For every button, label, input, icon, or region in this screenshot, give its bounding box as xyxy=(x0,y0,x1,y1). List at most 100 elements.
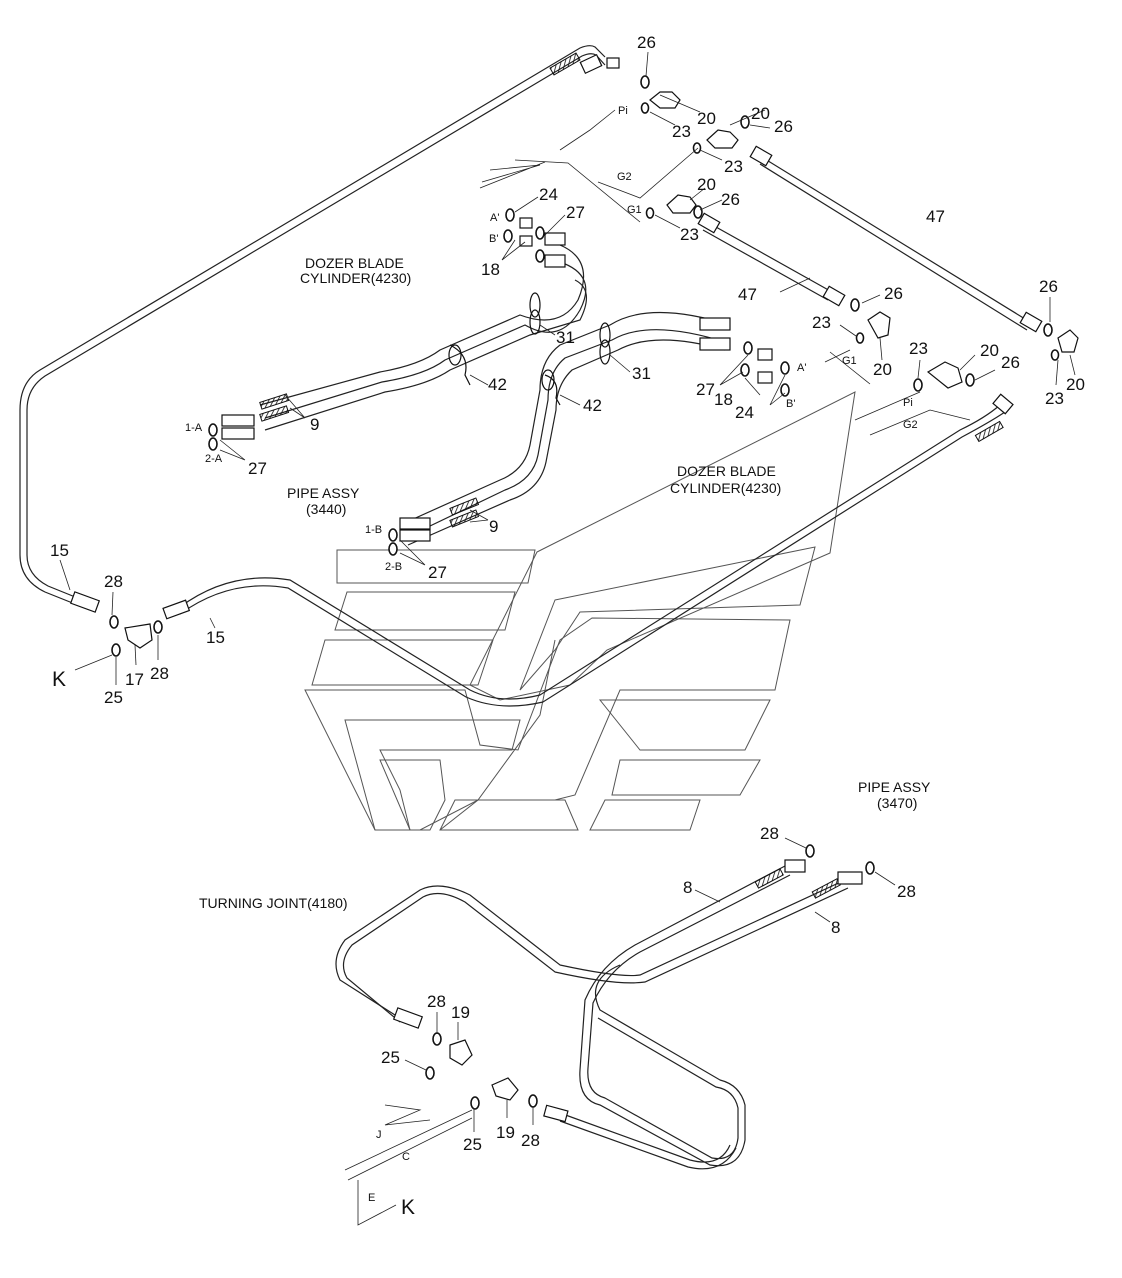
part-number: 8 xyxy=(831,918,840,937)
background-logo xyxy=(304,391,856,831)
part-number: 26 xyxy=(1001,353,1020,372)
port-b-prime-left: B' xyxy=(489,233,498,245)
port-1b: 1-B xyxy=(365,524,382,536)
tee-17 xyxy=(124,623,153,649)
caption-pipe-assy-2-sub: (3470) xyxy=(877,795,917,811)
part-number: 23 xyxy=(909,339,928,358)
port-e: E xyxy=(368,1192,375,1204)
caption-pipe-assy-1: PIPE ASSY xyxy=(287,485,360,501)
part-number: 31 xyxy=(556,328,575,347)
port-a-prime-left: A' xyxy=(490,212,499,224)
part-number: 47 xyxy=(926,207,945,226)
caption-dozer-blade-2-sub: CYLINDER(4230) xyxy=(670,480,781,496)
elbow-20-mid2 xyxy=(867,311,891,339)
port-j: J xyxy=(376,1129,382,1141)
part-number: 20 xyxy=(697,175,716,194)
caption-pipe-assy-2: PIPE ASSY xyxy=(858,779,931,795)
part-number: 28 xyxy=(521,1131,540,1150)
part-number: 20 xyxy=(980,341,999,360)
port-2a: 2-A xyxy=(205,453,223,465)
port-g1-top: G1 xyxy=(627,204,642,216)
captions: DOZER BLADE CYLINDER(4230) DOZER BLADE C… xyxy=(199,255,931,911)
elbow-19-a xyxy=(449,1039,473,1066)
clamp-31-a2 xyxy=(529,309,541,335)
part-number: 18 xyxy=(714,390,733,409)
part-number: 25 xyxy=(463,1135,482,1154)
part-number: 28 xyxy=(150,664,169,683)
part-number: 15 xyxy=(50,541,69,560)
clamp-42-b xyxy=(544,374,561,406)
part-number: 28 xyxy=(427,992,446,1011)
part-number: 42 xyxy=(488,375,507,394)
caption-dozer-blade-1: DOZER BLADE xyxy=(305,255,404,271)
port-g2-top: G2 xyxy=(617,171,632,183)
part-number: 26 xyxy=(637,33,656,52)
part-number: 23 xyxy=(672,122,691,141)
part-number: 20 xyxy=(697,109,716,128)
part-number: 47 xyxy=(738,285,757,304)
part-number: 25 xyxy=(104,688,123,707)
port-pi-top: Pi xyxy=(618,105,628,117)
part-number: 8 xyxy=(683,878,692,897)
port-a-prime-right: A' xyxy=(797,362,806,374)
port-1a: 1-A xyxy=(185,422,203,434)
part-number: 26 xyxy=(721,190,740,209)
part-numbers: 26 20 23 20 26 23 24 27 20 26 23 47 18 4… xyxy=(50,33,1085,1154)
part-number: 20 xyxy=(873,360,892,379)
part-number: 27 xyxy=(566,203,585,222)
part-number: 9 xyxy=(310,415,319,434)
port-g1-right: G1 xyxy=(842,355,857,367)
port-k-bottom: K xyxy=(401,1196,415,1219)
clamp-31-b xyxy=(599,322,611,348)
part-number: 25 xyxy=(381,1048,400,1067)
part-number: 42 xyxy=(583,396,602,415)
caption-pipe-assy-1-sub: (3440) xyxy=(306,501,346,517)
elbow-20-far xyxy=(1057,329,1079,353)
part-number: 24 xyxy=(735,403,754,422)
part-number: 17 xyxy=(125,670,144,689)
part-number: 27 xyxy=(696,380,715,399)
part-number: 23 xyxy=(1045,389,1064,408)
elbow-19-b xyxy=(491,1077,519,1101)
part-number: 24 xyxy=(539,185,558,204)
part-number: 27 xyxy=(428,563,447,582)
port-c: C xyxy=(402,1151,410,1163)
port-g2-right: G2 xyxy=(903,419,918,431)
part-number: 27 xyxy=(248,459,267,478)
part-number: 19 xyxy=(451,1003,470,1022)
clamp-42-a xyxy=(449,344,471,386)
port-k-left: K xyxy=(52,668,66,691)
caption-turning-joint: TURNING JOINT(4180) xyxy=(199,895,348,911)
part-number: 20 xyxy=(751,104,770,123)
part-number: 28 xyxy=(760,824,779,843)
part-number: 19 xyxy=(496,1123,515,1142)
o-rings xyxy=(109,75,1060,1110)
port-pi-right: Pi xyxy=(903,397,913,409)
part-number: 9 xyxy=(489,517,498,536)
port-b-prime-right: B' xyxy=(786,398,795,410)
port-2b: 2-B xyxy=(385,561,402,573)
part-number: 28 xyxy=(104,572,123,591)
part-number: 28 xyxy=(897,882,916,901)
part-number: 26 xyxy=(884,284,903,303)
clamps xyxy=(448,292,611,406)
part-number: 23 xyxy=(724,157,743,176)
part-number: 18 xyxy=(481,260,500,279)
elbow-20-top xyxy=(649,91,681,109)
elbow-20-mid xyxy=(666,194,697,214)
caption-dozer-blade-1-sub: CYLINDER(4230) xyxy=(300,270,411,286)
hose-sleeves xyxy=(259,52,1004,899)
part-number: 31 xyxy=(632,364,651,383)
clamp-31-a xyxy=(529,292,541,318)
caption-dozer-blade-2: DOZER BLADE xyxy=(677,463,776,479)
elbow-20-top2 xyxy=(706,129,739,149)
part-number: 26 xyxy=(1039,277,1058,296)
part-number: 23 xyxy=(680,225,699,244)
part-number: 26 xyxy=(774,117,793,136)
part-number: 15 xyxy=(206,628,225,647)
port-labels: Pi G2 G1 A' B' A' B' G1 Pi G2 1-A 2-A 1-… xyxy=(52,105,918,1219)
leader-lines xyxy=(59,51,1076,1226)
fittings xyxy=(69,53,1079,1123)
